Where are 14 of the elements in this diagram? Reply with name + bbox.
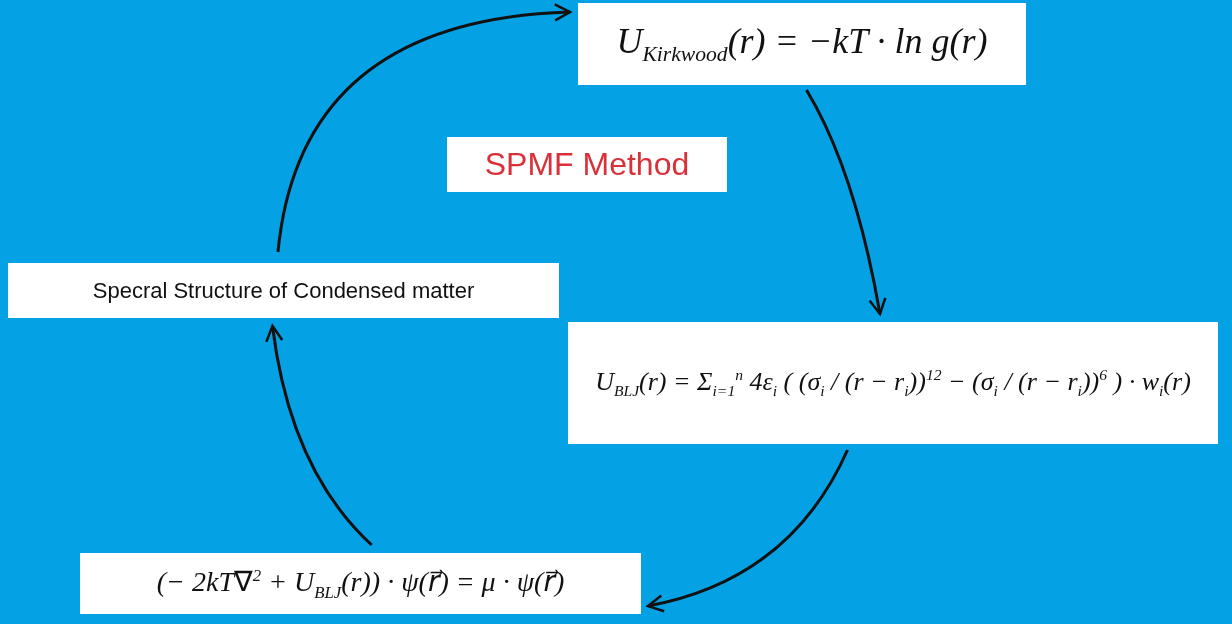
title-box — [447, 137, 727, 192]
curved-arrow — [805, 89, 887, 316]
formula: (− 2kT∇$^{2}$ + U$_{BLJ}$(r)) · ψ(r⃗) = μ · ψ(r⃗) — [156, 564, 565, 603]
box-label: Specral Structure of Condensed matter — [92, 277, 475, 304]
curved-arrow — [646, 449, 849, 612]
method-title: SPMF Method — [484, 146, 690, 183]
formula-box — [80, 553, 641, 614]
curved-arrow — [276, 3, 572, 253]
formula: U$_{BLJ}$(r) = Σ$_{i=1}$$^{n}$ 4ε$_{i}$ ( (σ$_{i}$ / (r − r$_{i}$))$^{12}$ − (σ$_{i}$ / (r − r$_{i}$))$^{6}$ ) · w$_{i}$(r) — [595, 366, 1191, 400]
text-box — [8, 263, 559, 318]
formula: U$_{Kirkwood}$(r) = −kT · ln g(r) — [616, 20, 988, 68]
formula-box — [578, 3, 1026, 85]
formula-box — [568, 322, 1218, 444]
curved-arrow — [265, 324, 373, 547]
